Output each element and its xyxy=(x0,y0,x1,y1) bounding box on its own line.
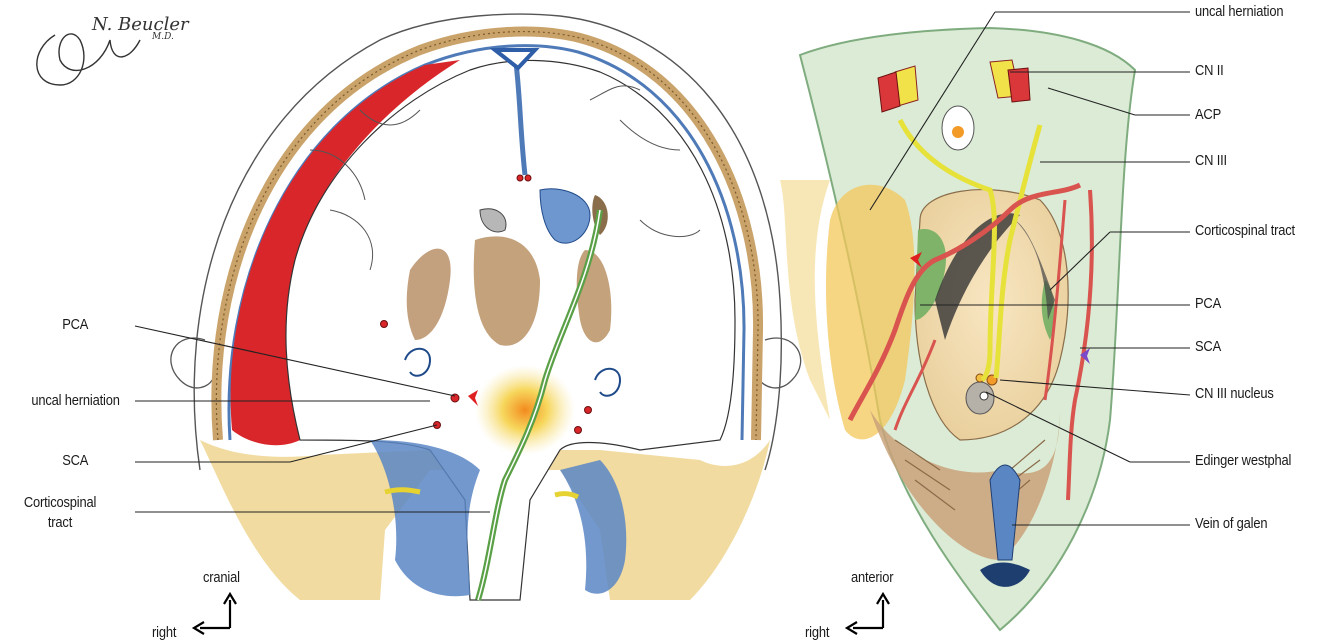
label-uncal-right: uncal herniation xyxy=(1195,3,1283,20)
label-corticospinal-line1: Corticospinal xyxy=(24,494,96,511)
ear-left xyxy=(171,338,212,388)
label-cn3: CN III xyxy=(1195,152,1227,169)
label-anterior: anterior xyxy=(851,569,893,586)
orientation-arrow-right xyxy=(847,594,889,634)
label-pca-right: PCA xyxy=(1195,295,1221,312)
label-uncal-left: uncal herniation xyxy=(32,392,120,409)
coronal-section xyxy=(135,14,801,600)
label-sca-left: SCA xyxy=(62,452,88,469)
label-corticospinal-right: Corticospinal tract xyxy=(1195,222,1295,239)
signature-suffix: M.D. xyxy=(152,32,174,42)
orientation-arrow-left xyxy=(194,594,236,634)
label-cranial: cranial xyxy=(203,569,240,586)
axial-section xyxy=(780,12,1190,630)
label-cn2: CN II xyxy=(1195,62,1224,79)
label-acp: ACP xyxy=(1195,106,1221,123)
label-right-left: right xyxy=(152,624,176,641)
label-right-right: right xyxy=(805,624,829,641)
label-corticospinal-line2: tract xyxy=(48,514,72,531)
signature-scribble xyxy=(37,34,140,85)
label-corticospinal-left: Corticospinal tract xyxy=(17,493,103,533)
label-cn3-nucleus: CN III nucleus xyxy=(1195,385,1274,402)
signature: N. Beucler xyxy=(92,14,189,35)
label-sca-right: SCA xyxy=(1195,338,1221,355)
label-pca-left: PCA xyxy=(62,316,88,333)
label-edinger-westphal: Edinger westphal xyxy=(1195,452,1291,469)
label-vein-of-galen: Vein of galen xyxy=(1195,515,1267,532)
